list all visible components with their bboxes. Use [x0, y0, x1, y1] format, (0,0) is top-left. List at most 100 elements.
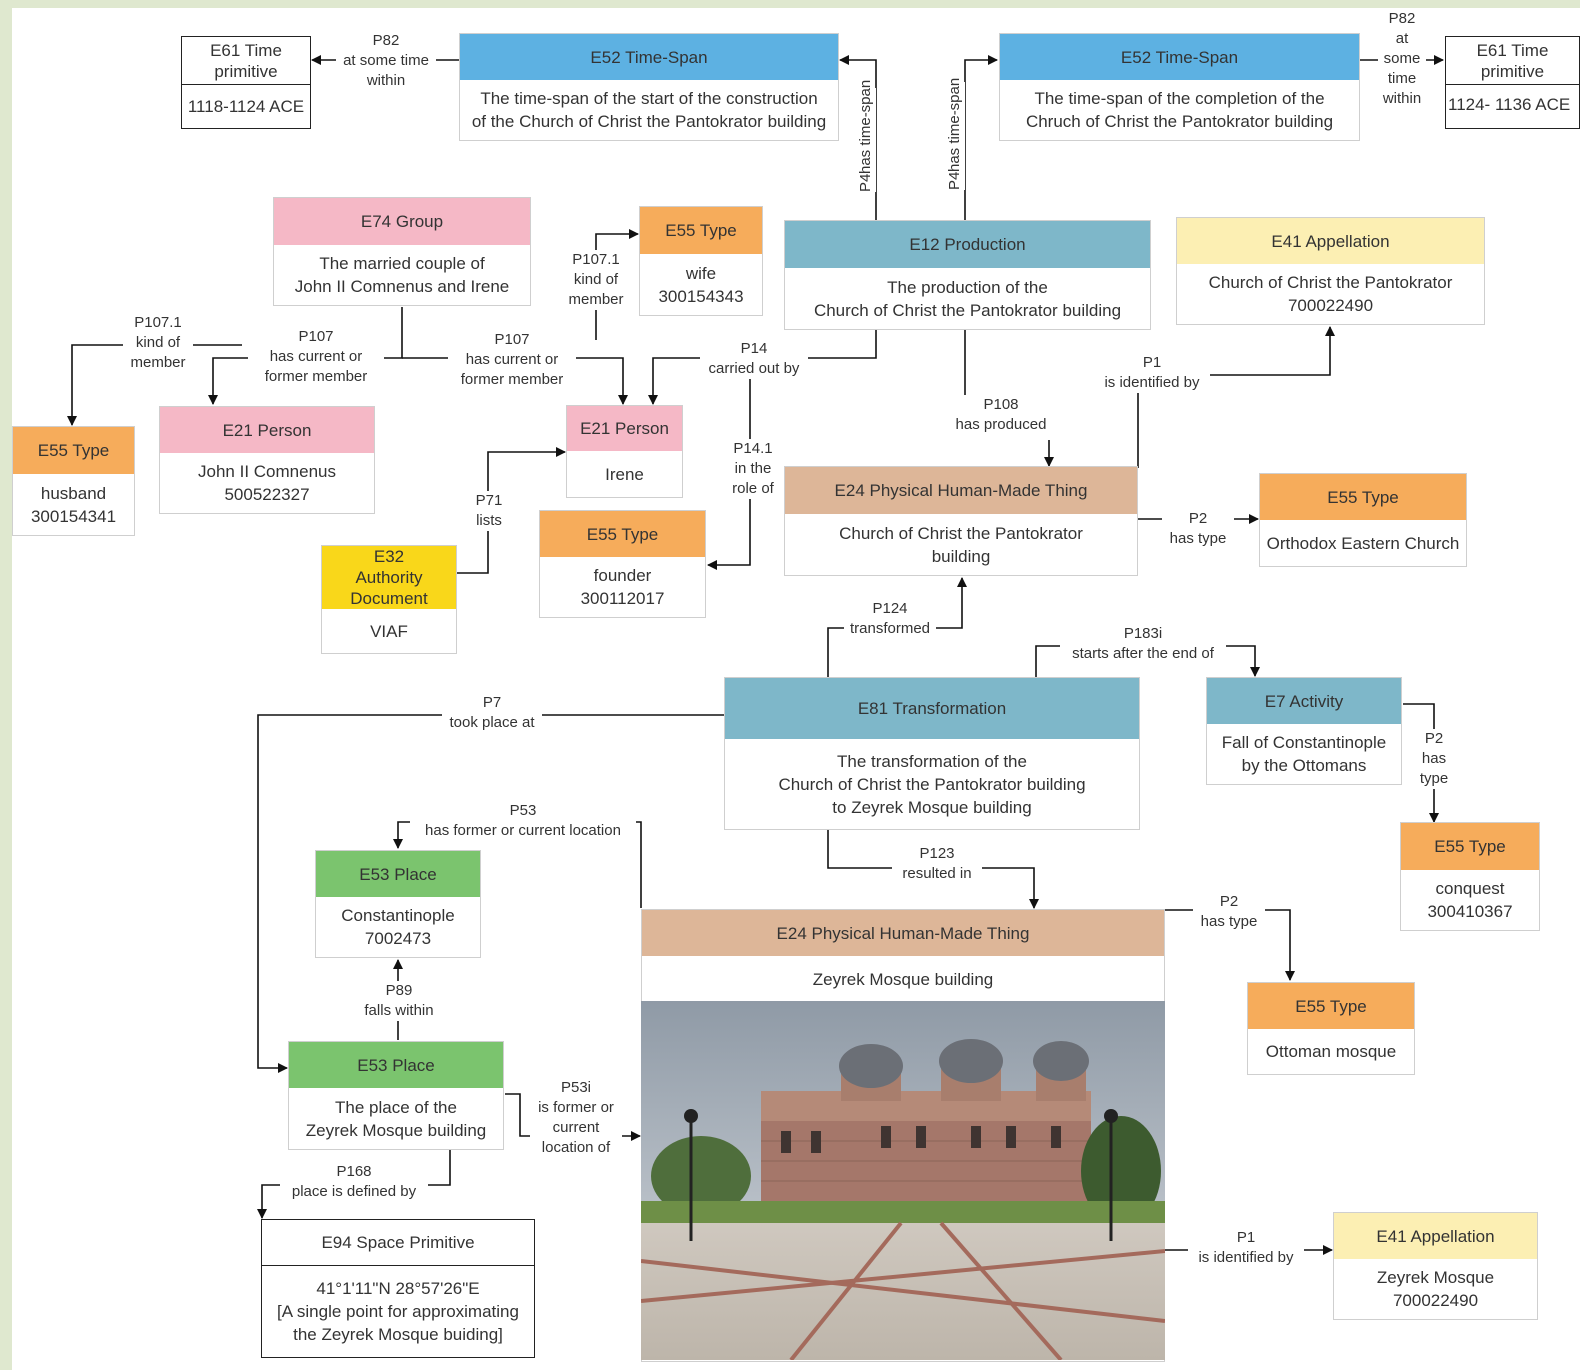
person-john-id: 500522327 — [224, 485, 310, 504]
type-husband-id: 300154341 — [30, 506, 117, 526]
space-primitive-node[interactable]: E94 Space Primitive 41°1'11"N 28°57'26"E… — [261, 1219, 535, 1358]
time-primitive-2-value: 1124- 1136 ACE — [1448, 95, 1571, 114]
time-primitive-2-head2: primitive — [1480, 61, 1545, 81]
time-primitive-2-node[interactable]: E61 Time primitive 1124- 1136 ACE — [1445, 36, 1580, 129]
edge-p4b — [964, 55, 998, 220]
type-wife-header: E55 Type — [640, 207, 762, 254]
appellation-mosque-node[interactable]: E41 Appellation Zeyrek Mosque 700022490 — [1333, 1212, 1538, 1320]
appellation-mosque-id: 700022490 — [1392, 1291, 1479, 1310]
person-irene-node[interactable]: E21 Person Irene — [566, 405, 683, 498]
place-constantinople-header: E53 Place — [316, 851, 480, 897]
group-node[interactable]: E74 Group The married couple of John II … — [273, 197, 531, 306]
time-primitive-1-value: 1118-1124 ACE — [187, 96, 305, 116]
authority-document-head1: E32 — [373, 547, 405, 566]
appellation-church-header: E41 Appellation — [1177, 218, 1484, 264]
timespan-start-node[interactable]: E52 Time-Span The time-span of the start… — [459, 33, 839, 141]
type-orthodox-node[interactable]: E55 Type Orthodox Eastern Church — [1259, 473, 1467, 567]
group-header: E74 Group — [274, 198, 530, 245]
transformation-node[interactable]: E81 Transformation The transformation of… — [724, 677, 1140, 830]
place-mosque-node[interactable]: E53 Place The place of the Zeyrek Mosque… — [288, 1041, 504, 1150]
timespan-end-node[interactable]: E52 Time-Span The time-span of the compl… — [999, 33, 1360, 141]
edge-p4a — [839, 55, 877, 220]
authority-document-node[interactable]: E32 Authority Document VIAF — [321, 545, 457, 654]
person-john-node[interactable]: E21 Person John II Comnenus 500522327 — [159, 406, 375, 514]
type-wife-node[interactable]: E55 Type wife 300154343 — [639, 206, 763, 316]
type-wife-id: 300154343 — [658, 286, 744, 306]
person-john-header: E21 Person — [160, 407, 374, 453]
type-founder-header: E55 Type — [540, 511, 705, 557]
type-wife-label: wife — [685, 263, 717, 283]
church-thing-node[interactable]: E24 Physical Human-Made Thing Church of … — [784, 466, 1138, 576]
transformation-line1: The transformation of the — [837, 751, 1027, 771]
space-primitive-note1: [A single point for approximating — [277, 1301, 519, 1321]
production-line1: The production of the — [887, 277, 1048, 297]
production-node[interactable]: E12 Production The production of the Chu… — [784, 220, 1151, 330]
appellation-church-node[interactable]: E41 Appellation Church of Christ the Pan… — [1176, 217, 1485, 325]
type-husband-node[interactable]: E55 Type husband 300154341 — [12, 426, 135, 536]
church-thing-header: E24 Physical Human-Made Thing — [785, 467, 1137, 514]
place-constantinople-node[interactable]: E53 Place Constantinople 7002473 — [315, 850, 481, 958]
appellation-church-id: 700022490 — [1287, 296, 1374, 315]
appellation-mosque-header: E41 Appellation — [1334, 1213, 1537, 1259]
space-primitive-header: E94 Space Primitive — [262, 1220, 534, 1266]
church-thing-line2: building — [931, 546, 991, 566]
type-ottoman-label: Ottoman mosque — [1265, 1042, 1397, 1061]
time-primitive-1-head2: primitive — [214, 61, 278, 81]
time-primitive-1-head1: E61 Time — [210, 40, 282, 60]
activity-fall-node[interactable]: E7 Activity Fall of Constantinople by th… — [1206, 677, 1402, 785]
type-orthodox-header: E55 Type — [1260, 474, 1466, 520]
place-mosque-line2: Zeyrek Mosque building — [305, 1120, 487, 1140]
timespan-start-line1: The time-span of the start of the constr… — [480, 89, 818, 108]
type-conquest-label: conquest — [1435, 879, 1505, 898]
timespan-end-line1: The time-span of the completion of the — [1034, 89, 1325, 108]
place-mosque-line1: The place of the — [335, 1097, 457, 1117]
transformation-line2: Church of Christ the Pantokrator buildin… — [778, 774, 1086, 794]
timespan-end-line2: Chruch of Christ the Pantokrator buildin… — [1025, 112, 1334, 131]
timespan-start-line2: of the Church of Christ the Pantokrator … — [471, 112, 827, 131]
person-irene-header: E21 Person — [567, 406, 682, 451]
type-ottoman-node[interactable]: E55 Type Ottoman mosque — [1247, 982, 1415, 1075]
type-conquest-node[interactable]: E55 Type conquest 300410367 — [1400, 822, 1540, 931]
edge-p141 — [707, 358, 751, 570]
type-ottoman-header: E55 Type — [1248, 983, 1414, 1029]
timespan-end-header: E52 Time-Span — [1000, 34, 1359, 80]
authority-document-head3: Document — [350, 589, 428, 608]
time-primitive-1-node[interactable]: E61 Time primitive 1118-1124 ACE — [181, 36, 311, 129]
type-conquest-header: E55 Type — [1401, 823, 1539, 870]
church-thing-line1: Church of Christ the Pantokrator — [839, 523, 1083, 543]
type-founder-node[interactable]: E55 Type founder 300112017 — [539, 510, 706, 618]
transformation-header: E81 Transformation — [725, 678, 1139, 739]
edge-p107a — [208, 307, 403, 405]
transformation-line3: to Zeyrek Mosque building — [832, 797, 1032, 817]
activity-fall-header: E7 Activity — [1207, 678, 1401, 724]
place-constantinople-id: 7002473 — [364, 929, 432, 948]
mosque-thing-header: E24 Physical Human-Made Thing — [642, 910, 1164, 956]
mosque-thing-label: Zeyrek Mosque building — [812, 969, 994, 989]
production-line2: Church of Christ the Pantokrator buildin… — [813, 300, 1122, 320]
person-john-name: John II Comnenus — [198, 462, 336, 481]
activity-fall-line2: by the Ottomans — [1241, 756, 1367, 775]
type-orthodox-label: Orthodox Eastern Church — [1266, 533, 1460, 553]
